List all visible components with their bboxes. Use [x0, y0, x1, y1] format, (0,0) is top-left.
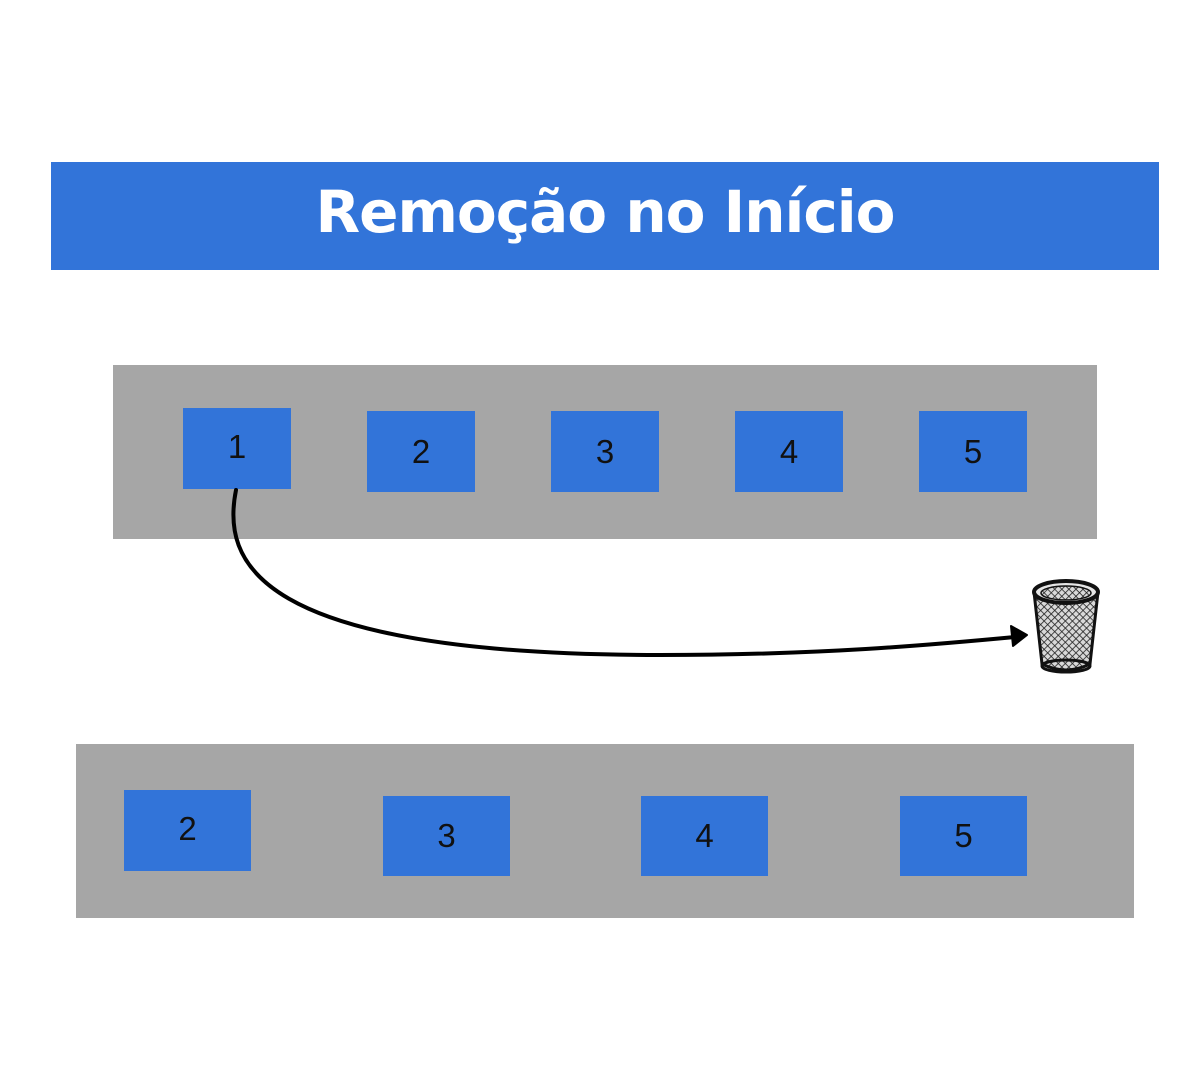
- list-before-panel: 1 2 3 4 5: [113, 365, 1097, 539]
- node-after-5: 5: [900, 796, 1027, 876]
- node-after-2: 2: [124, 790, 251, 871]
- node-before-3: 3: [551, 411, 659, 492]
- node-before-4: 4: [735, 411, 843, 492]
- node-before-1: 1: [183, 408, 291, 489]
- arrow-head: [1010, 625, 1028, 647]
- list-after-panel: 2 3 4 5: [76, 744, 1134, 918]
- trash-bin-icon: [1032, 579, 1100, 674]
- node-before-5: 5: [919, 411, 1027, 492]
- node-before-2: 2: [367, 411, 475, 492]
- node-after-4: 4: [641, 796, 768, 876]
- node-after-3: 3: [383, 796, 510, 876]
- diagram-title: Remoção no Início: [315, 178, 895, 246]
- title-banner: Remoção no Início: [51, 162, 1159, 270]
